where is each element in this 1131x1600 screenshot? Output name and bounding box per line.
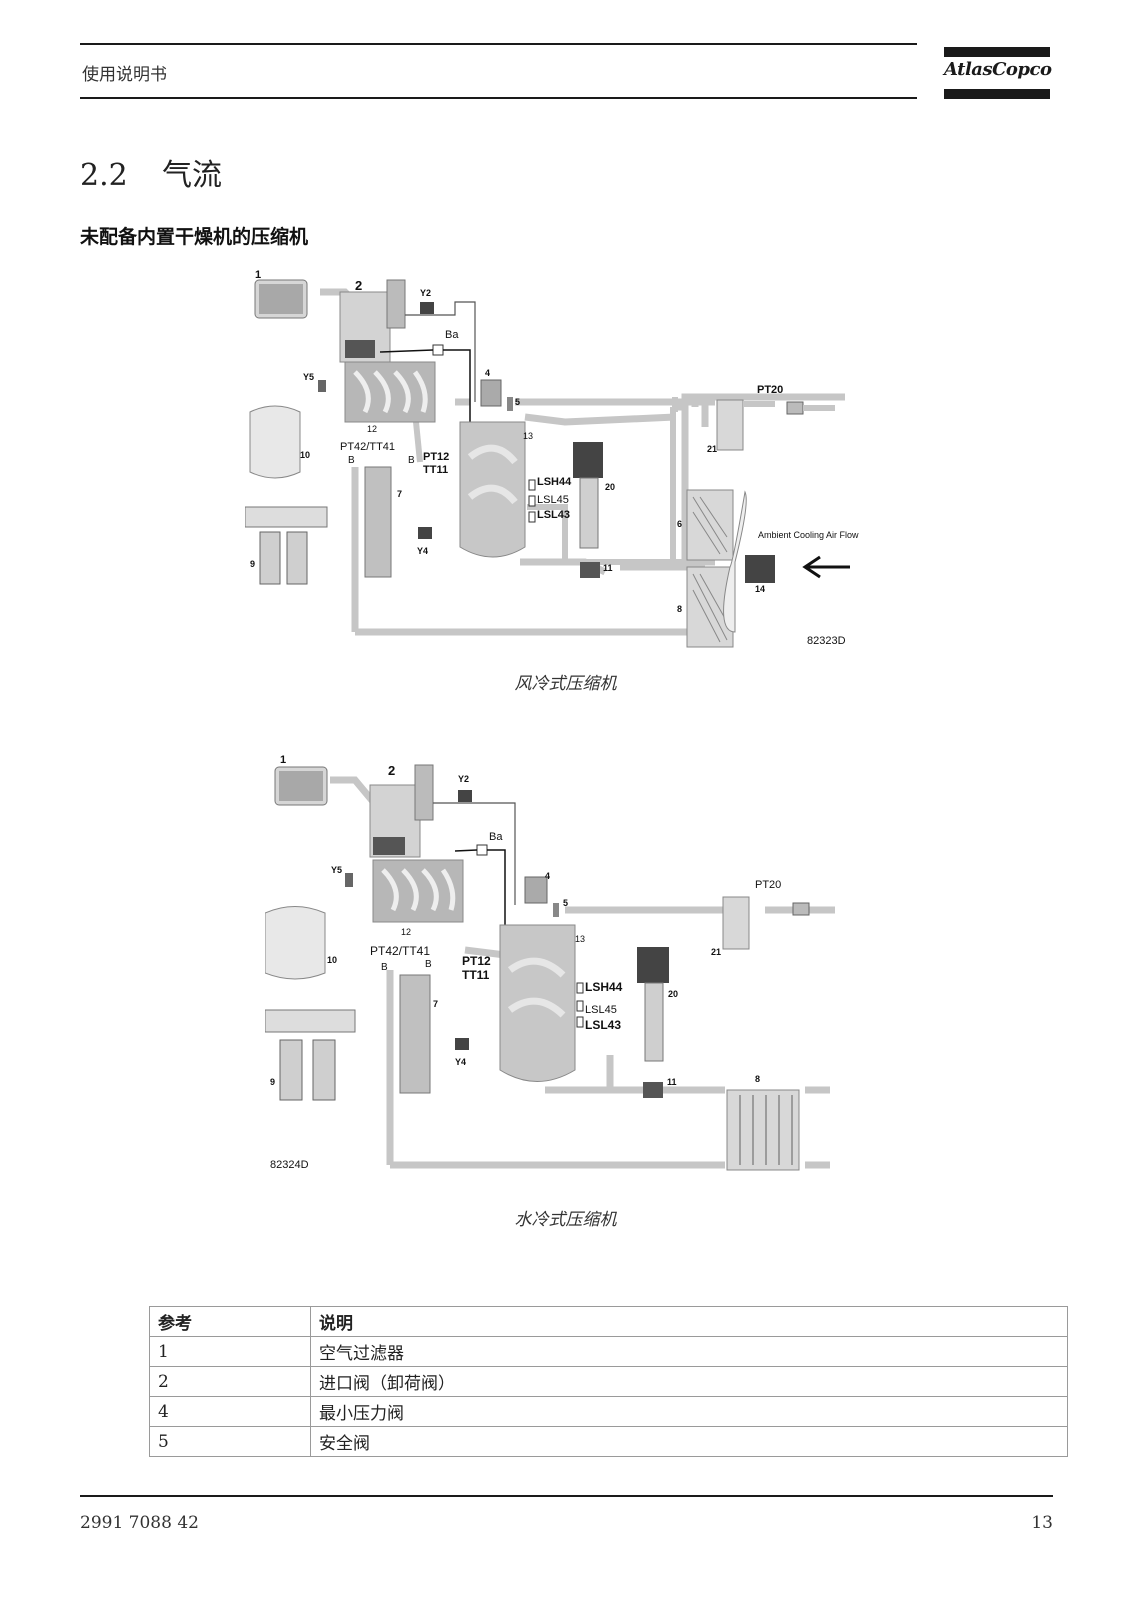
figure2-code: 82324D bbox=[270, 1159, 309, 1171]
footer-rule bbox=[80, 1495, 1053, 1497]
column-header-reference: 参考 bbox=[149, 1306, 311, 1337]
label-14: 14 bbox=[755, 584, 765, 594]
column-header-description: 说明 bbox=[310, 1306, 1068, 1337]
reference-cell: 5 bbox=[149, 1426, 311, 1457]
label-y4: Y4 bbox=[417, 546, 428, 556]
label-y5: Y5 bbox=[303, 372, 314, 382]
label-ba: Ba bbox=[445, 329, 459, 341]
subsection-title: 未配备内置干燥机的压缩机 bbox=[80, 226, 309, 248]
water-cooled-flow-diagram: 1 2 Y2 Ba Y5 4 5 12 13 PT42/TT41 B B PT1… bbox=[265, 755, 835, 1171]
label-tt11: TT11 bbox=[423, 464, 448, 476]
label-8: 8 bbox=[677, 604, 682, 614]
label-11: 11 bbox=[603, 563, 613, 573]
header-top-rule bbox=[80, 43, 917, 45]
label-13: 13 bbox=[523, 431, 533, 441]
section-title: 气流 bbox=[162, 158, 222, 193]
label-1: 1 bbox=[280, 755, 286, 766]
label-9: 9 bbox=[250, 559, 255, 569]
label-2: 2 bbox=[355, 278, 362, 293]
label-8: 8 bbox=[755, 1074, 760, 1084]
label-lsh44: LSH44 bbox=[537, 476, 572, 488]
label-12: 12 bbox=[367, 424, 377, 434]
label-5: 5 bbox=[515, 397, 520, 407]
document-title: 使用说明书 bbox=[82, 65, 167, 85]
table-header-row: 参考 说明 bbox=[149, 1306, 1068, 1337]
table-row: 5 安全阀 bbox=[149, 1426, 1068, 1457]
reference-cell: 2 bbox=[149, 1366, 311, 1397]
label-b-left: B bbox=[348, 455, 355, 466]
reference-cell: 1 bbox=[149, 1336, 311, 1367]
reference-table: 参考 说明 1 空气过滤器 2 进口阀（卸荷阀） 4 最小压力阀 5 安全阀 bbox=[149, 1306, 1068, 1457]
document-number: 2991 7088 42 bbox=[80, 1513, 199, 1533]
label-lsh44: LSH44 bbox=[585, 980, 623, 994]
label-ba: Ba bbox=[489, 831, 503, 843]
label-5: 5 bbox=[563, 898, 568, 908]
label-lsl45: LSL45 bbox=[585, 1004, 617, 1016]
label-10: 10 bbox=[327, 955, 337, 965]
label-2: 2 bbox=[388, 763, 395, 778]
description-cell: 空气过滤器 bbox=[310, 1336, 1068, 1367]
ambient-air-arrow-icon bbox=[802, 555, 850, 579]
label-20: 20 bbox=[668, 989, 678, 999]
label-lsl43: LSL43 bbox=[585, 1018, 621, 1032]
label-tt11: TT11 bbox=[462, 968, 490, 982]
label-pt12: PT12 bbox=[423, 451, 449, 463]
reference-cell: 4 bbox=[149, 1396, 311, 1427]
label-6: 6 bbox=[677, 519, 682, 529]
description-cell: 进口阀（卸荷阀） bbox=[310, 1366, 1068, 1397]
atlas-copco-logo: AtlasCopco bbox=[944, 47, 1052, 101]
label-7: 7 bbox=[397, 489, 402, 499]
label-y4: Y4 bbox=[455, 1057, 466, 1067]
label-y2: Y2 bbox=[458, 774, 469, 784]
label-21: 21 bbox=[707, 444, 717, 454]
label-7: 7 bbox=[433, 999, 438, 1009]
label-pt42-tt41: PT42/TT41 bbox=[340, 441, 395, 453]
label-12: 12 bbox=[401, 927, 411, 937]
label-b-right: B bbox=[425, 959, 432, 970]
table-row: 2 进口阀（卸荷阀） bbox=[149, 1366, 1068, 1397]
label-pt20: PT20 bbox=[755, 879, 781, 891]
label-13: 13 bbox=[575, 934, 585, 944]
air-cooled-flow-diagram: 1 2 Y2 Ba Y5 4 5 12 13 PT42/TT41 B B PT1… bbox=[245, 269, 859, 648]
label-pt20: PT20 bbox=[757, 384, 783, 396]
description-cell: 安全阀 bbox=[310, 1426, 1068, 1457]
figure1-code: 82323D bbox=[807, 635, 846, 647]
label-4: 4 bbox=[545, 871, 550, 881]
label-pt12: PT12 bbox=[462, 954, 491, 968]
figure2-caption: 水冷式压缩机 bbox=[514, 1210, 617, 1230]
label-pt42-tt41: PT42/TT41 bbox=[370, 944, 430, 958]
label-20: 20 bbox=[605, 482, 615, 492]
label-4: 4 bbox=[485, 368, 490, 378]
brand-name: AtlasCopco bbox=[944, 59, 1052, 80]
label-10: 10 bbox=[300, 450, 310, 460]
water-cooler bbox=[726, 1089, 800, 1171]
label-ambient-cooling-air-flow: Ambient Cooling Air Flow bbox=[758, 530, 859, 540]
page-number: 13 bbox=[1031, 1513, 1053, 1533]
description-cell: 最小压力阀 bbox=[310, 1396, 1068, 1427]
header-bottom-rule bbox=[80, 97, 917, 99]
label-y5: Y5 bbox=[331, 865, 342, 875]
section-heading: 2.2 气流 bbox=[80, 150, 222, 194]
table-row: 4 最小压力阀 bbox=[149, 1396, 1068, 1427]
label-1: 1 bbox=[255, 269, 261, 281]
label-b-right: B bbox=[408, 455, 415, 466]
label-lsl43: LSL43 bbox=[537, 509, 570, 521]
figure1-caption: 风冷式压缩机 bbox=[514, 674, 617, 694]
label-b-left: B bbox=[381, 962, 388, 973]
table-row: 1 空气过滤器 bbox=[149, 1336, 1068, 1367]
label-lsl45: LSL45 bbox=[537, 494, 569, 506]
label-9: 9 bbox=[270, 1077, 275, 1087]
section-number: 2.2 bbox=[80, 158, 128, 193]
label-21: 21 bbox=[711, 947, 721, 957]
label-11: 11 bbox=[667, 1077, 677, 1087]
label-y2: Y2 bbox=[420, 288, 431, 298]
